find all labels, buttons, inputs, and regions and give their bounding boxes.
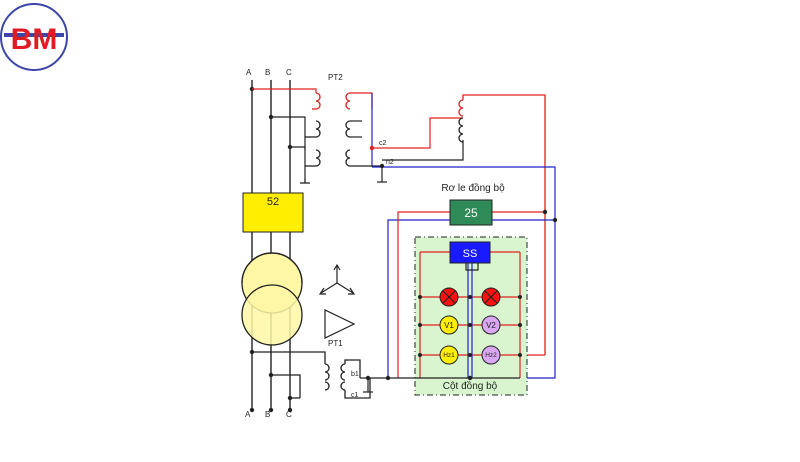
pt2-primary-leads xyxy=(252,88,317,178)
phase-buses xyxy=(251,80,291,410)
delta-symbol xyxy=(324,309,356,339)
sync-lamp-left xyxy=(439,287,459,307)
pt2-secondary-wiring xyxy=(350,92,540,183)
wye-symbol xyxy=(318,263,356,295)
ss-label: SS xyxy=(463,248,478,260)
phase-label-b-bottom: B xyxy=(265,410,270,419)
relay-caption: Rơ le đồng bộ xyxy=(441,182,505,194)
terminal-c2-label: c2 xyxy=(379,140,387,147)
meter-hz2-label: Hz2 xyxy=(485,352,497,359)
sync-lamp-right xyxy=(481,287,501,307)
meter-v2: V2 xyxy=(481,315,501,335)
pt2-transformer xyxy=(300,92,351,184)
phase-label-c-bottom: C xyxy=(286,410,292,419)
meter-v2-label: V2 xyxy=(486,321,496,330)
pt2-label: PT2 xyxy=(328,73,343,82)
phase-label-c-top: C xyxy=(286,68,292,77)
junction-b1 xyxy=(365,375,371,381)
meter-v1-label: V1 xyxy=(444,321,454,330)
breaker-label: 52 xyxy=(267,196,279,208)
terminal-c1-label: c1 xyxy=(351,392,359,399)
circuit-breaker-52[interactable]: 52 xyxy=(242,192,304,233)
terminal-b1-label: b1 xyxy=(351,371,359,378)
junction-c2 xyxy=(369,145,375,151)
bm-logo: BM xyxy=(0,3,68,71)
junction-pt1-blue xyxy=(385,375,391,381)
junction-red-bus xyxy=(542,209,548,215)
meter-v1: V1 xyxy=(439,315,459,335)
pt1-transformer xyxy=(252,351,371,399)
phase-label-a-top: A xyxy=(246,68,252,77)
blue-sync-bus xyxy=(387,166,556,379)
meter-hz1: Hz1 xyxy=(439,345,459,365)
logo-text: BM xyxy=(11,23,58,56)
relay-input-coil xyxy=(458,94,546,355)
pt1-label: PT1 xyxy=(328,339,343,348)
panel-caption: Cột đồng bộ xyxy=(443,380,498,392)
synchroscope-switch[interactable]: SS xyxy=(449,241,491,264)
relay-label: 25 xyxy=(464,206,478,220)
terminal-n2-label: n2 xyxy=(386,159,394,166)
panel-junctions xyxy=(418,295,522,381)
meter-hz1-label: Hz1 xyxy=(443,352,455,359)
phase-label-a-bottom: A xyxy=(245,410,251,419)
sync-relay-25[interactable]: 25 xyxy=(449,199,493,226)
junction-blue-bus xyxy=(552,217,558,223)
junction-n2 xyxy=(379,163,385,169)
pt1-secondary-wiring xyxy=(360,377,398,393)
power-transformer xyxy=(241,252,303,346)
phase-label-b-top: B xyxy=(265,68,270,77)
meter-hz2: Hz2 xyxy=(481,345,501,365)
